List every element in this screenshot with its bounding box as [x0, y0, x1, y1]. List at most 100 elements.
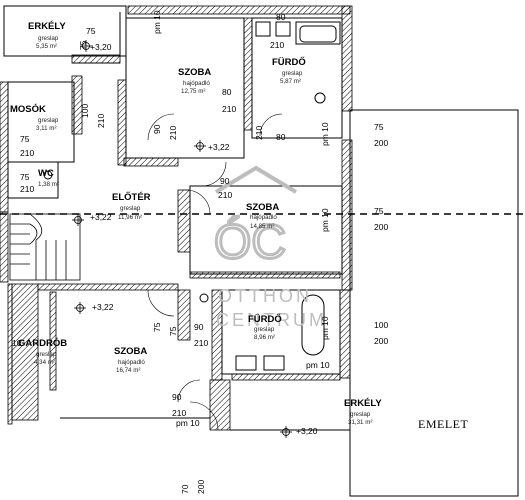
watermark-logo: ÓC [214, 215, 286, 269]
room-szoba-2: SZOBA hajópadló 14,85 m² [246, 202, 279, 230]
svg-text:greslap: greslap [38, 35, 59, 42]
svg-text:ERKÉLY: ERKÉLY [344, 398, 382, 409]
wall-bath-bottom [231, 373, 341, 381]
dimensions: 75 75 210 75 210 80 210 80 90 210 90 210… [12, 12, 388, 418]
svg-text:14,85 m²: 14,85 m² [250, 223, 274, 230]
svg-text:5,35 m²: 5,35 m² [36, 43, 57, 50]
wall-mosok-right [71, 75, 83, 135]
wall-szoba3-right [177, 289, 191, 341]
svg-text:SZOBA: SZOBA [178, 67, 211, 78]
dim-text: 70 [180, 484, 190, 494]
room-furdo-2: FÜRDŐ greslap 8,96 m² [248, 313, 282, 341]
dim-text: 75 [86, 26, 96, 36]
furdo1-outline [251, 17, 343, 139]
wall-szoba1-bottom [123, 157, 179, 167]
parapets: pm 10 pm 10 pm 10 pm 10 pm 10 pm 10 [152, 10, 330, 428]
parapet-label: pm 10 [320, 208, 330, 232]
wc-toilet [43, 170, 53, 180]
wall-west-mosok [0, 81, 9, 213]
dim-text: 75 [374, 206, 384, 216]
svg-text:12,75 m²: 12,75 m² [181, 88, 205, 95]
dim-text: 10 [12, 338, 22, 348]
room-gardrob: GARDRÓB greslap 4,34 m² [18, 337, 67, 366]
svg-text:greslap: greslap [38, 117, 59, 124]
dim-text: 210 [218, 190, 232, 200]
wall-east-upper [341, 5, 353, 112]
wall-szoba1-left [117, 79, 127, 166]
erkely-big-outline [349, 109, 519, 497]
dim-text: 100 [80, 104, 90, 118]
svg-text:ERKÉLY: ERKÉLY [28, 21, 66, 32]
dim-text: 200 [196, 480, 206, 494]
parapet-label: pm 10 [320, 316, 330, 340]
level-value: +3,22 [92, 302, 114, 312]
dim-text: 210 [254, 126, 264, 140]
dim-text: 200 [374, 138, 388, 148]
dim-text: 210 [172, 408, 186, 418]
room-mosok: MOSÓK greslap 3,11 m² [10, 103, 59, 132]
sink-1 [255, 21, 271, 37]
svg-text:greslap: greslap [36, 351, 57, 358]
wc-outline [7, 161, 59, 199]
sink-3 [235, 355, 257, 371]
dim-text: 210 [20, 148, 34, 158]
svg-text:FÜRDŐ: FÜRDŐ [248, 313, 282, 325]
dim-text: 90 [194, 322, 204, 332]
watermark-line2: CENTRUM [216, 310, 327, 330]
wall-center-h [189, 271, 341, 279]
dim-text: 75 [152, 322, 162, 332]
svg-text:SZOBA: SZOBA [114, 346, 147, 357]
svg-text:hajópadló: hajópadló [118, 359, 145, 366]
parapet-label: pm 10 [306, 360, 330, 370]
room-eloter: ELŐTÉR greslap 11,96 m² [112, 191, 151, 221]
svg-text:16,74 m²: 16,74 m² [116, 367, 140, 374]
svg-text:4,34 m²: 4,34 m² [34, 359, 55, 366]
wall-west-lower [7, 283, 13, 425]
svg-text:FÜRDŐ: FÜRDŐ [272, 56, 306, 68]
room-labels: ERKÉLY greslap 5,35 m² SZOBA hajópadló 1… [10, 21, 382, 426]
svg-text:hajópadló: hajópadló [250, 214, 277, 221]
level-value: +3,20 [296, 426, 318, 436]
watermark: ÓC OTTHON CENTRUM [213, 165, 327, 330]
walls [0, 5, 353, 431]
room-furdo-1: FÜRDŐ greslap 5,87 m² [272, 56, 306, 85]
room-szoba-3: SZOBA hajópadló 16,74 m² [114, 346, 147, 374]
toilet-1 [314, 92, 326, 104]
svg-text:3,11 m²: 3,11 m² [36, 125, 57, 132]
wall-szoba3-top [37, 283, 179, 291]
dim-text: 210 [96, 114, 106, 128]
dim-text: 90 [172, 392, 182, 402]
dim-text: 210 [222, 104, 236, 114]
svg-text:greslap: greslap [120, 205, 141, 212]
wall-lower [209, 379, 231, 431]
svg-text:WC: WC [38, 168, 54, 179]
dim-text: 90 [220, 176, 230, 186]
tub-inner [299, 25, 337, 43]
door-swings [147, 113, 283, 431]
svg-text:MOSÓK: MOSÓK [10, 103, 46, 115]
dim-text: 80 [222, 87, 232, 97]
toilet-2 [199, 293, 209, 303]
room-erkely-small: ERKÉLY greslap 5,35 m² [28, 21, 66, 50]
wall-stair-room [177, 189, 191, 253]
wall-gardrob-sep [49, 291, 57, 391]
parapet-label: pm 10 [176, 418, 200, 428]
level-value: +3,22 [90, 212, 112, 222]
wall-gardrob-left [11, 283, 39, 421]
dim-text: 200 [374, 222, 388, 232]
wall-szoba1-right [243, 17, 253, 131]
bathtub [295, 21, 341, 45]
svg-text:31,31 m²: 31,31 m² [348, 419, 372, 426]
dim-text: 210 [168, 126, 178, 140]
dim-text: 210 [270, 40, 284, 50]
dim-text: 80 [276, 12, 286, 22]
svg-text:SZOBA: SZOBA [246, 202, 279, 213]
watermark-line1: OTTHON [218, 286, 312, 306]
dim-text: 200 [374, 336, 388, 346]
dim-text: 100 [374, 320, 388, 330]
svg-text:5,87 m²: 5,87 m² [280, 78, 301, 85]
dim-text: 75 [78, 40, 88, 50]
room-szoba-1: SZOBA hajópadló 12,75 m² [178, 67, 211, 95]
dim-text: 75 [20, 134, 30, 144]
